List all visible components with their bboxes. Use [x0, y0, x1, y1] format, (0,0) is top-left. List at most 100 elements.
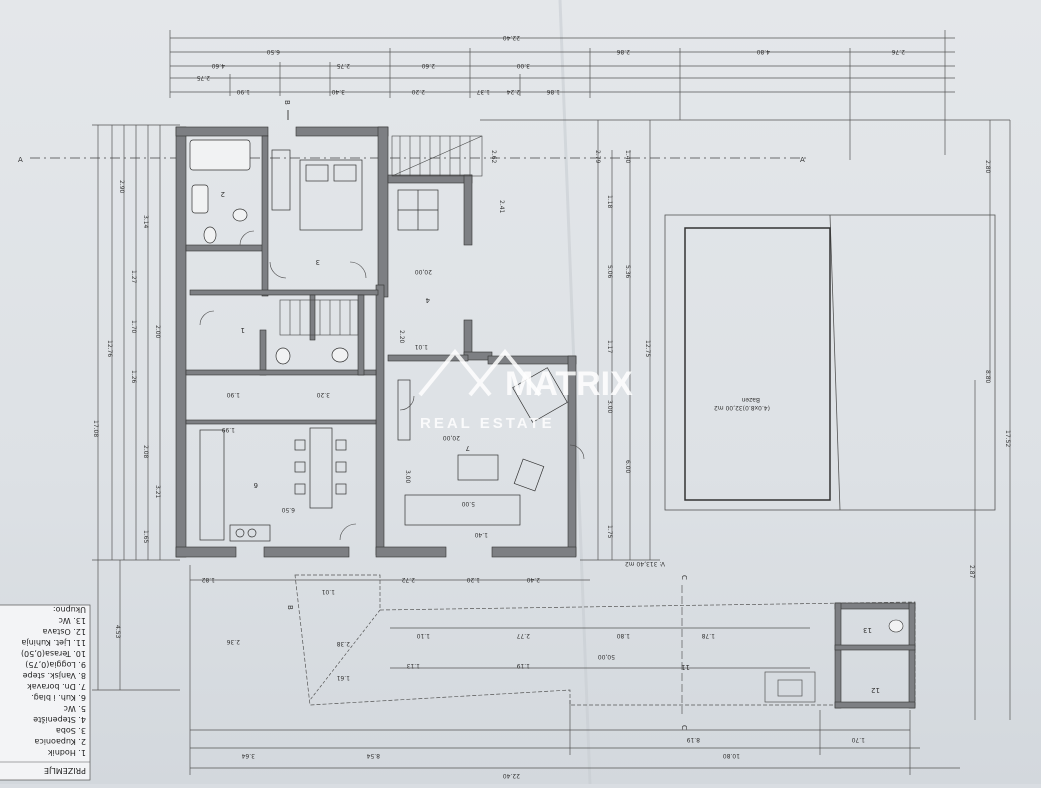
svg-text:2.86: 2.86: [616, 48, 630, 55]
room-12-label: 12: [871, 686, 880, 694]
legend-item-13: 13. Wc: [58, 616, 86, 625]
coffee-table-icon: [457, 454, 499, 481]
legend-total: Ukupno:: [53, 605, 86, 614]
top-dims-row4: 2.75 1.90 3.40 2.20 2.24 1.86 1.37: [196, 74, 560, 95]
top-dims-row3: 4.60 2.75 2.60 3.00: [211, 62, 530, 69]
room-1-label: 1: [241, 326, 245, 334]
svg-text:1.26: 1.26: [130, 370, 137, 384]
cabinet-icon: [397, 379, 411, 441]
door-swings: [199, 230, 585, 541]
legend-item-12: 12. Ostava: [42, 627, 86, 636]
staircase-upper: [391, 135, 483, 177]
svg-text:1.18: 1.18: [606, 195, 613, 209]
svg-text:4.60: 4.60: [211, 62, 225, 69]
room-labels: 2 3 1 4 20,00 6 7 20,00 11 50,00 12 13: [221, 190, 880, 694]
svg-text:22.40: 22.40: [503, 772, 520, 779]
svg-text:8.80: 8.80: [984, 370, 991, 384]
tv-unit-icon: [512, 367, 568, 423]
shower-icon: [191, 184, 209, 214]
storage-fixtures: [888, 619, 904, 633]
legend-item-5: 5. Wc: [64, 704, 86, 713]
svg-text:6.50: 6.50: [281, 506, 295, 513]
svg-text:2.20: 2.20: [411, 88, 425, 95]
room-2-label: 2: [221, 190, 225, 198]
room-6-label: 6: [253, 481, 258, 489]
legend-item-11: 11. Ljet. Kuhinja: [21, 638, 86, 647]
svg-text:1.20: 1.20: [466, 576, 480, 583]
bathtub-icon: [189, 139, 251, 171]
kitchen-counter-icon: [199, 429, 225, 541]
svg-text:17.08: 17.08: [92, 420, 99, 437]
watermark: MATRIX REAL ESTATE: [418, 348, 633, 432]
svg-text:6.00: 6.00: [624, 460, 631, 474]
svg-text:1.90: 1.90: [226, 391, 240, 398]
top-dims-row2: 6.50 2.86 4.80 2.76: [266, 48, 905, 55]
pool-label: Bazen: [741, 396, 760, 403]
room-11-label: 11: [681, 663, 690, 671]
legend-title: PRIZEMLJE: [44, 766, 86, 775]
svg-text:1.80: 1.80: [616, 632, 630, 639]
toilet-icon: [203, 226, 217, 244]
svg-text:1.99: 1.99: [221, 426, 235, 433]
staircase-lower: [279, 299, 359, 336]
svg-text:2.75: 2.75: [336, 62, 350, 69]
room-4-area: 20,00: [415, 268, 432, 275]
svg-text:2.77: 2.77: [516, 632, 530, 639]
svg-text:2.60: 2.60: [421, 62, 435, 69]
svg-text:3.64: 3.64: [241, 752, 255, 759]
svg-text:2.76: 2.76: [891, 48, 905, 55]
svg-text:2.24: 2.24: [506, 88, 520, 95]
section-a-left: A: [18, 156, 23, 164]
top-dimension-lines: [169, 30, 955, 160]
svg-text:3.21: 3.21: [154, 485, 161, 499]
svg-text:2.40: 2.40: [526, 576, 540, 583]
svg-text:2.75: 2.75: [196, 74, 210, 81]
svg-text:1.40: 1.40: [474, 531, 488, 538]
living-furniture: [397, 367, 568, 526]
svg-text:5.00: 5.00: [461, 500, 475, 507]
svg-text:3.00: 3.00: [404, 470, 411, 484]
room-13-label: 13: [863, 626, 872, 634]
left-dimension-lines: [92, 124, 180, 691]
svg-text:3.00: 3.00: [516, 62, 530, 69]
bbq-icon: [764, 671, 816, 703]
svg-text:3.00: 3.00: [606, 400, 613, 414]
svg-text:2.20: 2.20: [398, 330, 405, 344]
svg-text:12.75: 12.75: [644, 340, 651, 357]
dim-top-total: 22.40: [503, 34, 520, 41]
svg-text:8.54: 8.54: [366, 752, 380, 759]
svg-text:3.14: 3.14: [142, 215, 149, 229]
storage-block: [834, 602, 916, 709]
svg-text:1.82: 1.82: [201, 576, 215, 583]
svg-text:1.70: 1.70: [130, 320, 137, 334]
sofa-icon: [404, 494, 521, 526]
pool-area: Bazen (4.0x8.0)32,00 m2: [664, 214, 996, 511]
pool-outline: [684, 227, 831, 501]
section-marks: B B C C: [283, 100, 688, 730]
svg-text:1.90: 1.90: [236, 88, 250, 95]
armchair-icon: [513, 458, 545, 492]
section-c-bottom: C: [680, 725, 688, 730]
terrace: [294, 574, 916, 706]
pool-size: (4.0x8.0)32,00 m2: [714, 404, 770, 411]
svg-text:1.37: 1.37: [476, 88, 490, 95]
svg-text:2.08: 2.08: [142, 445, 149, 459]
svg-text:4.53: 4.53: [114, 625, 121, 639]
right-dimension-lines: [480, 119, 1011, 720]
bathroom-fixtures: [189, 139, 349, 365]
svg-text:8.19: 8.19: [686, 736, 700, 743]
svg-text:3.20: 3.20: [316, 391, 330, 398]
svg-text:2.00: 2.00: [154, 325, 161, 339]
terrace-dims: 2.38 1.10 2.77 1.80 1.78 1.13 1.19 1.61 …: [226, 632, 715, 681]
svg-text:1.40: 1.40: [624, 150, 631, 164]
room-legend: PRIZEMLJE 1. Hodnik 2. Kupaonica 3. Soba…: [0, 604, 91, 781]
room-11-area: 50,00: [598, 653, 615, 660]
stove-icon: [229, 524, 271, 542]
room-3-label: 3: [316, 258, 320, 266]
legend-item-4: 4. Stepenište: [33, 715, 86, 725]
legend-item-7: 7. Dn. boravak: [27, 682, 86, 691]
room-7-label: 7: [466, 444, 470, 452]
svg-text:1.61: 1.61: [336, 674, 350, 681]
svg-text:2.62: 2.62: [490, 150, 497, 164]
